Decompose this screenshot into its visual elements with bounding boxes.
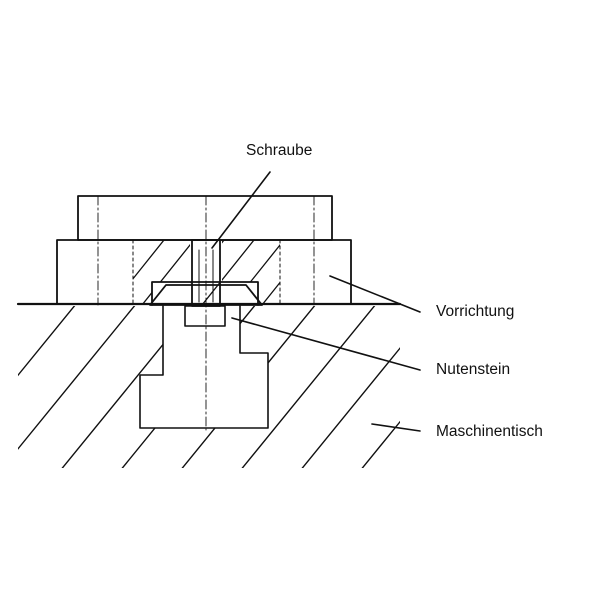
t-nut-block: [184, 305, 226, 327]
t-slot-outline: [139, 305, 269, 429]
counterbore-outline: [151, 281, 259, 306]
machine-table-hatching: [18, 306, 400, 468]
label-maschinentisch: Maschinentisch: [436, 423, 543, 440]
fixture-section-border: [132, 239, 281, 306]
label-vorrichtung: Vorrichtung: [436, 303, 515, 320]
leader-vorrichtung: [329, 275, 421, 313]
leader-schraube: [211, 171, 271, 249]
fixture-upper-plate: [77, 195, 333, 241]
leader-maschinentisch: [371, 423, 421, 432]
leader-nutenstein: [231, 317, 421, 371]
t-nut: [149, 284, 263, 306]
label-nutenstein: Nutenstein: [436, 361, 511, 378]
label-schraube: Schraube: [246, 142, 313, 159]
fixture-base: [56, 239, 352, 304]
